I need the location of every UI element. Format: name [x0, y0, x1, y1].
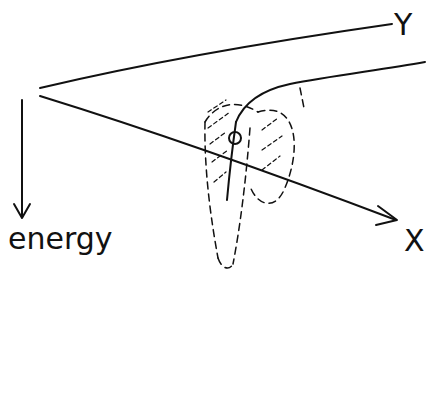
- hatch-line: [208, 112, 230, 128]
- axis-label: energy: [8, 224, 113, 254]
- axis-label: X: [404, 226, 425, 256]
- hatch-line: [214, 172, 226, 182]
- x-axis-arrowhead: [376, 206, 397, 225]
- hatch-line: [262, 136, 282, 150]
- dashed-outer-curl: [250, 110, 294, 203]
- dashed-top-tick: [300, 88, 304, 108]
- hatch-line: [210, 132, 226, 144]
- hatch-line: [208, 100, 226, 112]
- dashed-rim: [205, 105, 258, 122]
- energy-axis: [21, 100, 23, 216]
- solid-ridge-curve: [236, 62, 425, 122]
- dashed-well-right: [233, 128, 250, 264]
- hatch-line: [212, 150, 228, 162]
- x-axis: [40, 96, 396, 220]
- hatch-line: [262, 156, 280, 170]
- dashed-well-bottom: [218, 258, 233, 268]
- minimum-marker: [229, 132, 241, 144]
- energy-arrowhead: [14, 204, 30, 218]
- axis-label: Y: [394, 10, 412, 40]
- hatch-line: [262, 118, 278, 130]
- y-axis: [40, 24, 392, 88]
